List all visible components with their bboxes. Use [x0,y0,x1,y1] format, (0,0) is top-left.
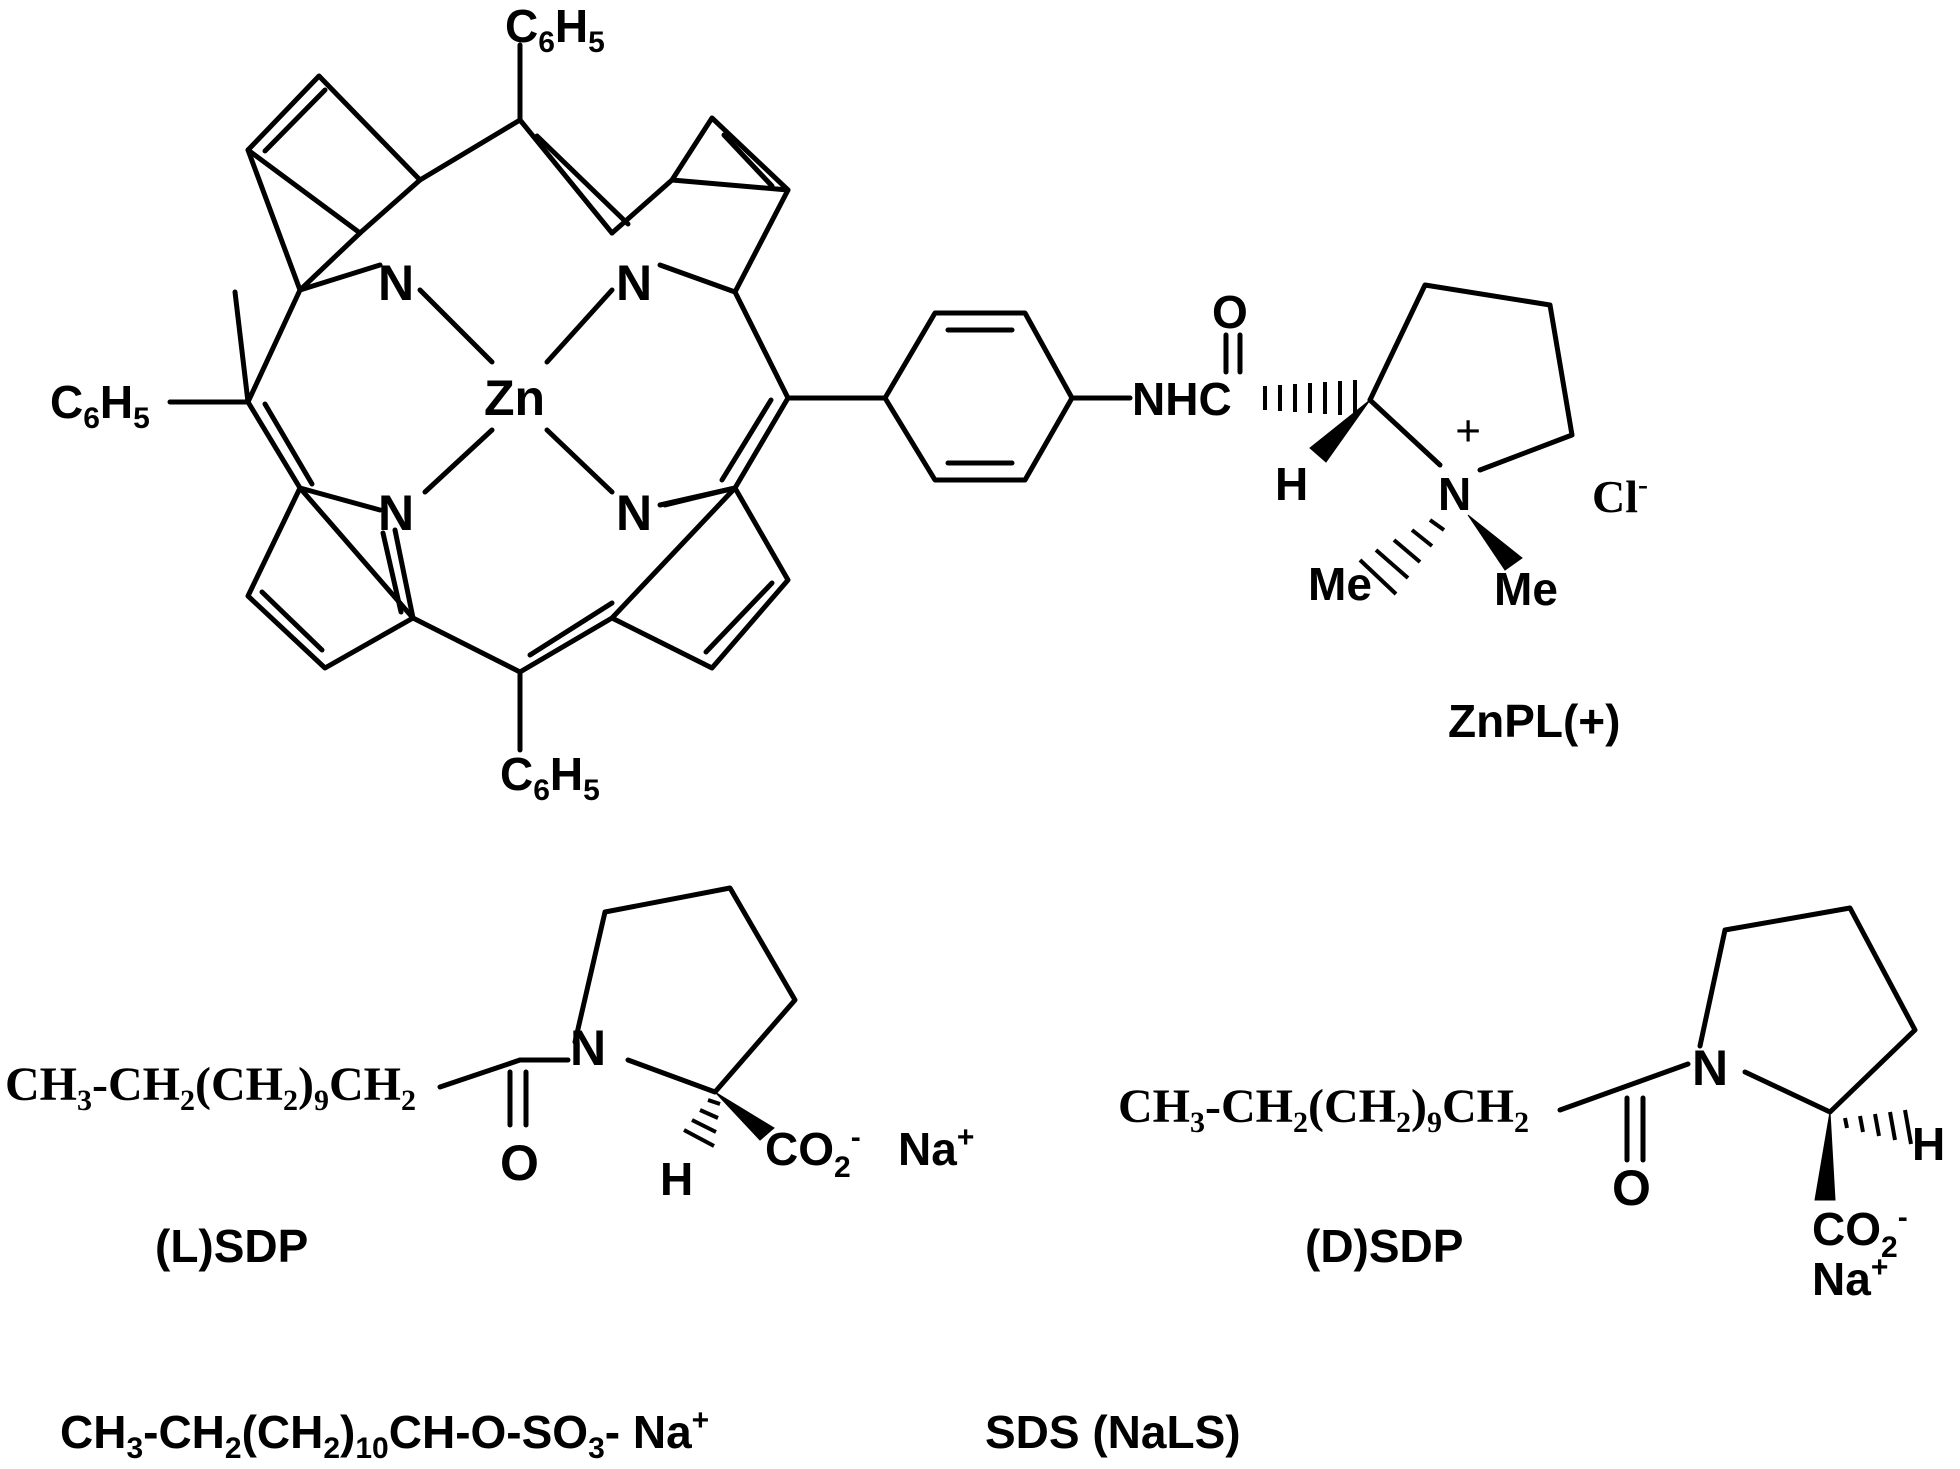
d-sdp-hydrogen: H [1912,1118,1945,1170]
d-sdp-skeleton [1557,905,1918,1163]
l-sdp-skeleton [437,885,798,1128]
hashed-bond-amide [1263,380,1357,416]
chloride-counterion: Cl- [1592,468,1648,522]
n-top-left: N [378,255,414,311]
amide-oxygen: O [1212,286,1248,338]
d-sdp-hashed-bond [1843,1109,1913,1145]
amide-nh: NHC [1132,373,1232,425]
wedge-bond-h [1309,399,1371,463]
n-bottom-right: N [616,485,652,541]
wedge-bond-me-right [1467,514,1523,571]
ammonium-nitrogen: N [1438,468,1471,520]
d-sdp-label: (D)SDP [1305,1220,1463,1272]
l-sdp-label: (L)SDP [155,1220,308,1272]
d-sdp-carboxylate: CO2- [1812,1201,1908,1264]
zinc-atom: Zn [484,370,545,426]
l-sdp-alkyl-chain: CH3-CH2(CH2)9CH2 [5,1058,416,1117]
l-sdp-sodium: Na+ [898,1121,974,1175]
methyl-right: Me [1494,563,1558,615]
chiral-hydrogen: H [1275,458,1308,510]
n-bottom-left: N [378,485,414,541]
d-sdp-alkyl-chain: CH3-CH2(CH2)9CH2 [1118,1080,1529,1139]
methyl-left: Me [1308,558,1372,610]
d-sdp-sodium: Na+ [1812,1251,1888,1305]
l-sdp-hashed-bond [683,1098,721,1148]
hashed-bond-me-left [1358,518,1446,596]
sds-formula: CH3-CH2(CH2)10CH-O-SO3- Na+ [60,1404,709,1465]
l-sdp-hydrogen: H [660,1153,693,1205]
l-sdp-carboxylate: CO2- [765,1121,861,1184]
n-top-right: N [616,255,652,311]
d-sdp-carbonyl-oxygen: O [1612,1160,1651,1216]
sds-label: SDS (NaLS) [985,1406,1241,1458]
l-sdp-ring-nitrogen: N [570,1020,606,1076]
l-sdp-carbonyl-oxygen: O [500,1135,539,1191]
phenyl-top: C6H5 [505,0,605,59]
zn-pl-label: ZnPL(+) [1448,695,1620,747]
phenyl-left: C6H5 [50,376,150,435]
ammonium-charge: + [1455,405,1481,456]
d-sdp-ring-nitrogen: N [1692,1040,1728,1096]
porphyrin-skeleton [167,42,1575,753]
phenyl-bottom: C6H5 [500,748,600,807]
d-sdp-wedge [1814,1111,1836,1201]
l-sdp-wedge [714,1091,775,1141]
